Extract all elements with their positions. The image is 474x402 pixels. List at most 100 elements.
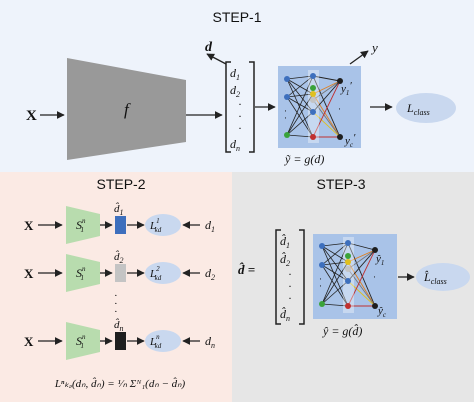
student-feature-label: d̂n: [114, 318, 124, 333]
class-loss-label: Lclass: [406, 101, 430, 117]
step2-vertical-dots-2: ·: [114, 298, 118, 310]
hidden-node-2: [310, 85, 316, 91]
encoder-label: f: [124, 100, 131, 119]
step1-formula: ỹ = g(d): [284, 152, 324, 166]
output-node-c: [337, 134, 343, 140]
vector-dot-3: ·: [238, 121, 242, 135]
s3-output-dots: ·: [373, 272, 376, 282]
classifier-edges-1: [286, 75, 314, 138]
s3-input-dots-2: ·: [319, 281, 322, 291]
target-feature-label: dn: [205, 334, 215, 350]
s3-hidden-node-4: [345, 266, 351, 272]
s3-class-loss-label: L̂class: [423, 270, 447, 286]
step2-title: STEP-2: [96, 176, 145, 192]
step2-background: [0, 172, 232, 402]
hidden-node-4: [310, 97, 316, 103]
student-feature-block: [115, 216, 126, 234]
output-dots: ·: [338, 104, 341, 114]
feature-vector: d1 d2 · · · dn: [225, 61, 255, 153]
s3-vector-dot-2: ·: [288, 279, 292, 293]
classifier-edges-2: [312, 75, 341, 138]
step1-panel: STEP-1 X f d d1 d2 · · · dn: [0, 0, 474, 172]
hidden-node-6: [310, 134, 316, 140]
input-dots: ·: [284, 106, 287, 116]
s3-vector-entry-n: d̂n: [280, 307, 290, 323]
output-y-arrow: [349, 50, 369, 65]
s3-output-node-1: [372, 247, 378, 253]
s3-class-loss-ellipse: [416, 263, 470, 291]
output-y1-label: y1′: [340, 80, 352, 97]
vector-entry-d1: d1: [230, 66, 240, 82]
s3-hidden-node-3: [345, 259, 351, 265]
s3-vector-left-bracket: [275, 229, 281, 325]
target-feature-label: d1: [205, 218, 215, 234]
student-feature-label: d̂2: [114, 250, 124, 265]
s3-vector-entry-2: d̂2: [280, 252, 290, 268]
student-classifier-network: · · ·: [313, 234, 397, 319]
step3-panel: STEP-3 d̂ = d̂1 d̂2 · · · d̂n: [232, 172, 474, 402]
hidden-layer-highlight: [308, 70, 319, 143]
s3-hidden-layer-highlight: [343, 237, 354, 313]
output-y-label: y: [370, 40, 378, 55]
student-trapezoid: [66, 206, 100, 244]
s3-vector-dot-3: ·: [288, 291, 292, 305]
vector-entry-d2: d2: [230, 83, 240, 99]
vector-right-bracket: [249, 61, 255, 153]
classifier-network: · · ·: [278, 66, 361, 148]
s3-classifier-background: [313, 234, 397, 319]
s3-vector-right-bracket: [299, 229, 305, 325]
s3-classifier-edges-1: [321, 242, 349, 307]
hidden-node-3: [310, 91, 316, 97]
s3-classifier-edges-2: [347, 242, 376, 307]
student-trapezoid: [66, 254, 100, 292]
s3-vector-entry-1: d̂1: [280, 234, 290, 250]
vector-left-bracket: [225, 61, 231, 153]
student-feature-block: [115, 332, 126, 350]
input-node-2: [284, 94, 290, 100]
hidden-node-5: [310, 109, 316, 115]
student-feature-block: [115, 264, 126, 282]
encoder-trapezoid: [67, 58, 186, 160]
s3-output-y1-label: ŷ1: [375, 253, 384, 267]
s3-hidden-node-6: [345, 303, 351, 309]
s3-hidden-node-2: [345, 253, 351, 259]
student-feature-vector: d̂1 d̂2 · · · d̂n: [275, 229, 305, 325]
s3-hidden-node-5: [345, 278, 351, 284]
kd-loss-formula: Lⁿₖₔ(dₙ, d̂ₙ) = ¹⁄ₙ Σᴺ₁(dₙ − d̂ₙ): [54, 377, 186, 390]
row-input-x: X: [24, 334, 34, 349]
kd-loss-ellipse: [145, 330, 181, 352]
vector-dot-1: ·: [238, 97, 242, 111]
step3-formula: ŷ = g(d̂): [322, 324, 362, 338]
step2-vertical-dots-3: ·: [114, 306, 118, 318]
target-feature-label: d2: [205, 266, 215, 282]
s3-input-node-n: [319, 301, 325, 307]
input-node-n: [284, 132, 290, 138]
kd-loss-ellipse: [145, 214, 181, 236]
s3-input-node-2: [319, 262, 325, 268]
student-feature-label: d̂1: [114, 202, 124, 217]
input-node-1: [284, 76, 290, 82]
s3-hidden-node-1: [345, 240, 351, 246]
step2-vertical-dots: ·: [114, 290, 118, 302]
feature-label: d: [205, 40, 213, 55]
feature-output-arrow: [206, 53, 227, 65]
s3-vector-dot-1: ·: [288, 267, 292, 281]
row-input-x: X: [24, 266, 34, 281]
s3-output-yc-label: ŷc: [377, 305, 387, 319]
step3-title: STEP-3: [316, 176, 365, 192]
step3-lhs: d̂ =: [238, 262, 255, 277]
vector-entry-dn: dn: [230, 137, 240, 153]
row-input-x: X: [24, 218, 34, 233]
